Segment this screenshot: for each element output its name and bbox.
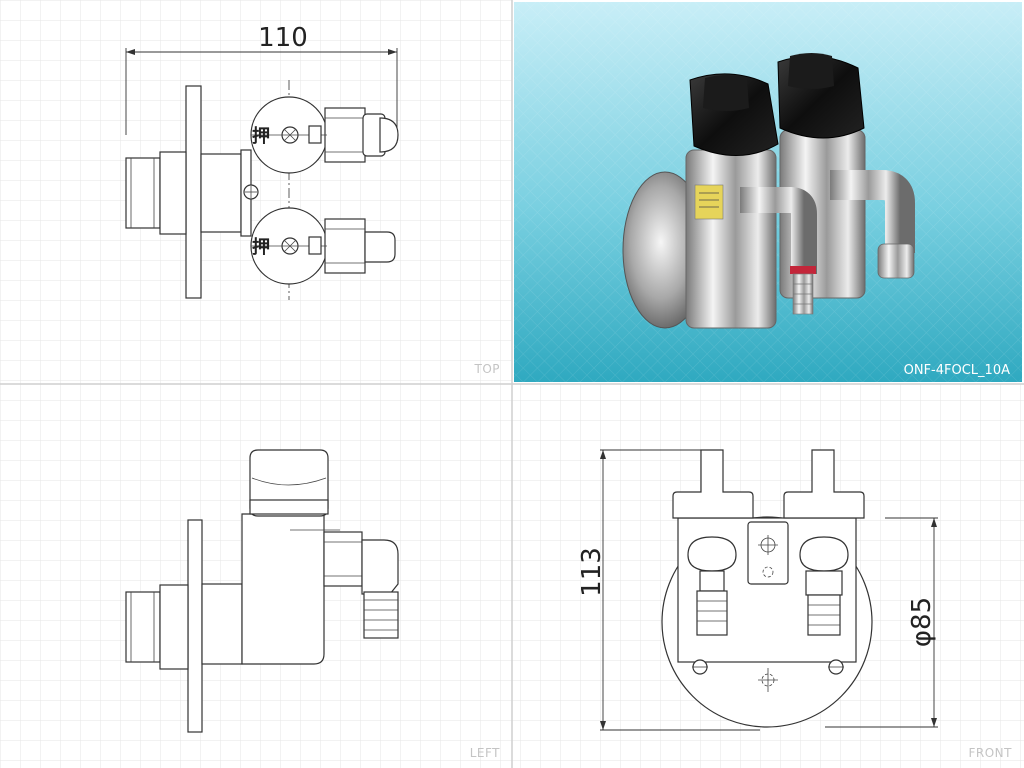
- top-view-drawing: 110 押: [125, 23, 399, 300]
- press-mark-upper: 押: [252, 125, 270, 147]
- left-view-label: LEFT: [470, 746, 500, 760]
- top-dimension-110: 110: [258, 23, 308, 53]
- model-code: ONF-4FOCL_10A: [904, 363, 1010, 378]
- product-photo: [514, 2, 1022, 382]
- top-view-label: TOP: [473, 362, 500, 376]
- front-dimension-phi85: φ85: [907, 597, 937, 647]
- front-view-label: FRONT: [969, 746, 1013, 760]
- press-mark-lower: 押: [252, 236, 270, 258]
- front-view-drawing: 113 φ85: [577, 449, 938, 731]
- front-dimension-113: 113: [577, 547, 607, 597]
- left-view-drawing: [125, 449, 399, 733]
